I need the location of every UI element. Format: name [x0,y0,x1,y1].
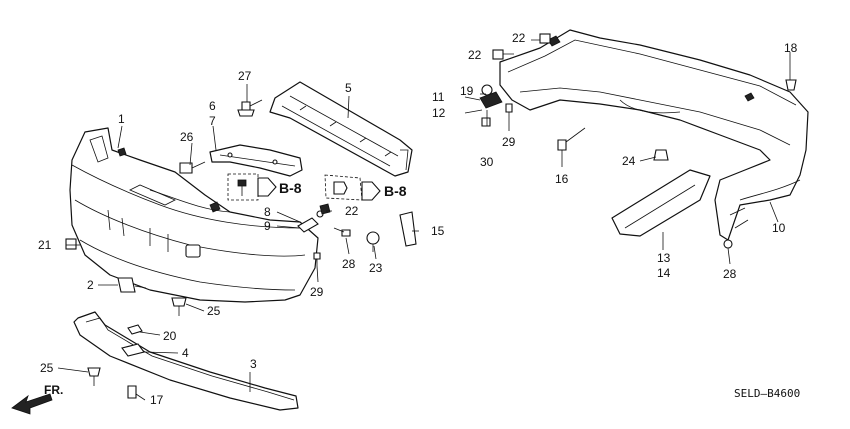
label-26: 26 [180,130,194,144]
label-14: 14 [657,266,671,280]
clip-18 [785,79,797,91]
clip-25-upper [171,297,187,316]
label-16: 16 [555,172,569,186]
label-11: 11 [432,90,445,104]
front-bumper-face [69,127,319,303]
nut-19 [481,84,493,96]
label-21: 21 [38,238,52,252]
callout-labels: 1 2 3 4 5 6 7 8 9 10 11 12 13 14 15 16 1… [38,31,798,407]
screw-16 [557,127,586,151]
label-6: 6 [209,99,216,113]
rear-bumper-face [499,29,809,241]
label-25-lower: 25 [40,361,54,375]
label-3: 3 [250,357,257,371]
label-18: 18 [784,41,798,55]
label-23: 23 [369,261,383,275]
label-29-front: 29 [310,285,324,299]
label-30: 30 [480,155,494,169]
bolt-27 [237,99,263,117]
ref-b8-right-label: B-8 [384,183,407,199]
clip-24 [653,149,669,161]
label-28-rear: 28 [723,267,737,281]
diagram-code: SELD–B4600 [734,387,800,400]
label-29-rear: 29 [502,135,516,149]
label-19: 19 [460,84,474,98]
clip-22-rear [492,33,551,60]
front-direction-arrow [11,393,53,415]
label-8: 8 [264,205,271,219]
screw-30 [481,117,491,127]
label-22-rear-a: 22 [468,48,482,62]
screw-28-front [333,227,351,237]
screw-29-rear [505,103,513,113]
bolt-17 [127,385,137,399]
ref-b8-right [324,174,381,201]
label-20: 20 [163,329,177,343]
label-1: 1 [118,112,125,126]
ref-b8-left [227,173,277,201]
side-bracket-13-14 [611,169,711,237]
label-12: 12 [432,106,446,120]
screw-28-rear [723,239,733,249]
nut-20 [127,324,143,335]
label-28-front: 28 [342,257,356,271]
label-7: 7 [209,114,216,128]
label-4: 4 [182,346,189,360]
front-lip-spoiler [73,311,299,411]
cover-2 [117,277,147,293]
label-22-front: 22 [345,204,359,218]
label-27: 27 [238,69,252,83]
screw-29-front [313,252,321,266]
clip-23 [366,231,380,252]
label-22-rear-b: 22 [512,31,526,45]
label-15: 15 [431,224,445,238]
side-bracket [209,144,303,177]
cap-21 [65,238,77,250]
leader-lines [57,39,791,401]
label-24: 24 [622,154,636,168]
pad-15 [399,211,417,247]
bolt-26 [179,161,206,174]
ref-b8-left-label: B-8 [279,180,302,196]
label-5: 5 [345,81,352,95]
clip-8-9 [297,203,331,233]
label-13: 13 [657,251,671,265]
label-2: 2 [87,278,94,292]
bracket-11-12 [479,91,503,109]
label-10: 10 [772,221,786,235]
bumper-beam [269,81,413,177]
front-marker-label: FR. [44,383,63,397]
label-9: 9 [264,219,271,233]
label-17: 17 [150,393,164,407]
clip-25-lower [87,367,101,386]
label-25-upper: 25 [207,304,221,318]
